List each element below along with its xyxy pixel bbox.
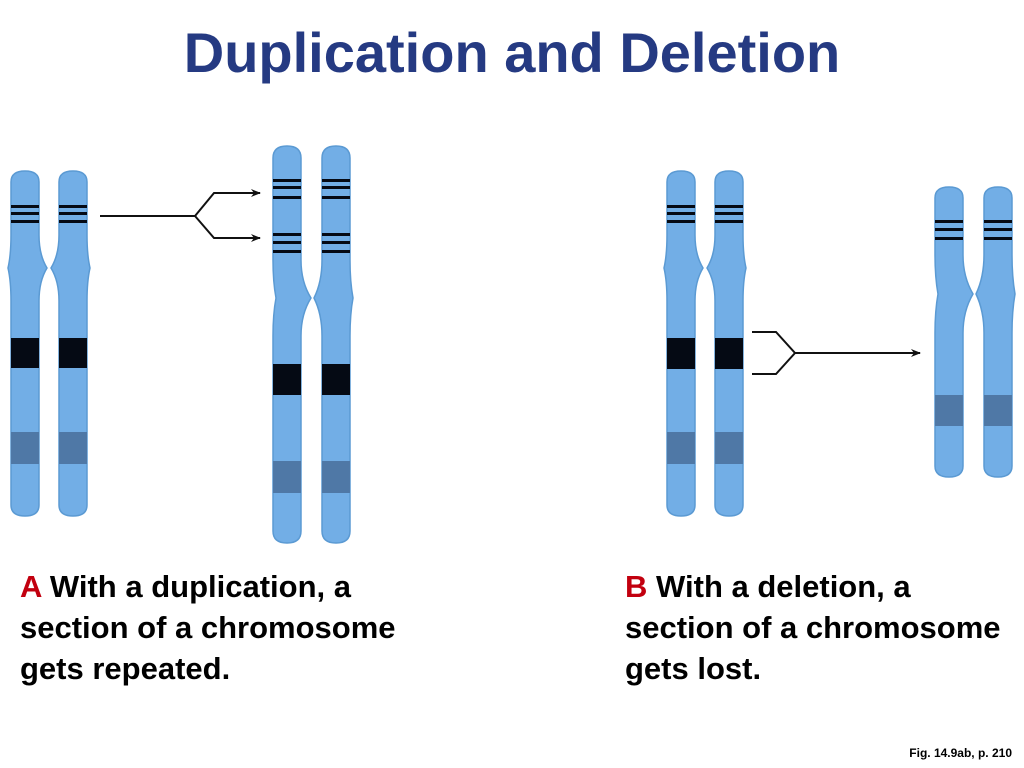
slide-title: Duplication and Deletion [183,21,841,84]
original-chromosome-a [7,170,91,517]
deleted-chromosome [934,186,1016,478]
caption-a-text: With a duplication, a section of a chrom… [20,569,396,686]
caption-duplication: A With a duplication, a section of a chr… [20,566,460,689]
caption-b-letter: B [625,569,648,604]
caption-deletion: B With a deletion, a section of a chromo… [625,566,1015,689]
duplicated-chromosome [272,145,354,544]
merging-arrow-icon [752,331,921,375]
caption-b-text: With a deletion, a section of a chromoso… [625,569,1001,686]
figure-reference: Fig. 14.9ab, p. 210 [909,746,1012,760]
branching-arrow-icon [100,189,261,242]
caption-a-letter: A [20,569,42,604]
original-chromosome-b [663,170,747,517]
